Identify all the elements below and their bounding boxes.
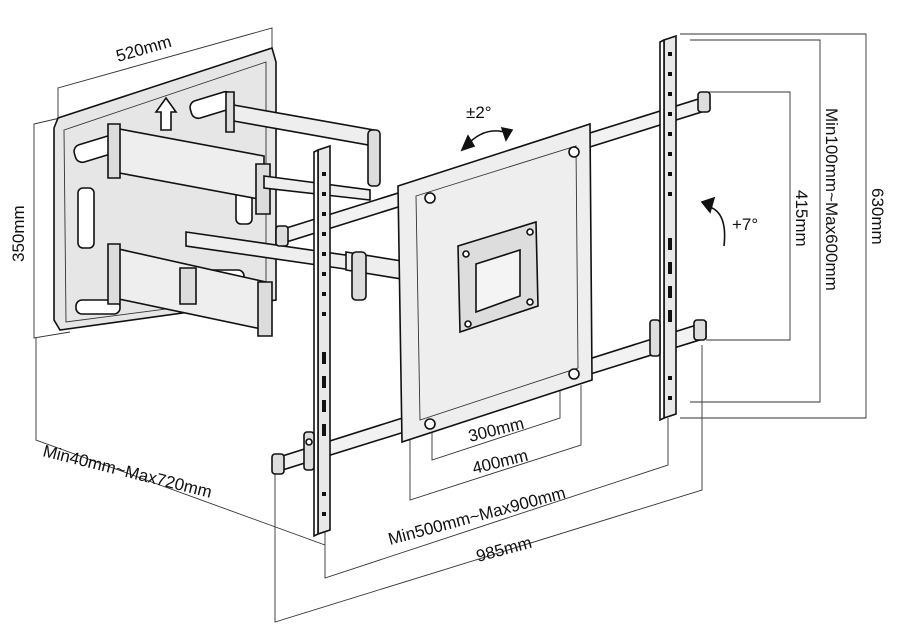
right-vertical-rail (649, 34, 726, 422)
dim-line-range (324, 418, 669, 579)
vesa-plate (397, 122, 593, 444)
swivel-arrow-icon (705, 205, 726, 247)
label-rail-spacing: 415mm (792, 190, 811, 247)
dim-line-520 (57, 27, 273, 120)
dim-line-400 (409, 385, 582, 501)
dim-line-vertical-range (690, 39, 821, 403)
label-total-width: 985mm (474, 533, 534, 566)
dim-line-350 (33, 117, 71, 339)
left-vertical-rail (303, 144, 331, 538)
dimension-lines (33, 27, 867, 623)
dim-line-extension (35, 338, 326, 546)
up-arrow-icon (154, 96, 178, 131)
label-wall-plate-height: 350mm (9, 205, 28, 262)
label-horizontal-range: Min500mm~Max900mm (386, 483, 568, 549)
dim-line-985 (274, 345, 703, 623)
lower-arm-assembly (107, 231, 409, 337)
label-wall-plate-width: 520mm (114, 32, 174, 66)
label-tilt: ±2° (466, 103, 492, 122)
dim-line-300 (431, 380, 561, 461)
label-vesa-large: 400mm (470, 446, 530, 478)
label-rail-height: 630mm (868, 188, 887, 245)
dim-line-415 (706, 91, 791, 341)
label-vertical-range: Min100mm~Max600mm (822, 108, 841, 291)
label-swivel: +7° (732, 215, 758, 234)
label-arm-extension: Min40mm~Max720mm (41, 441, 214, 501)
upper-arm-assembly (107, 91, 381, 215)
dim-line-630 (680, 33, 867, 419)
